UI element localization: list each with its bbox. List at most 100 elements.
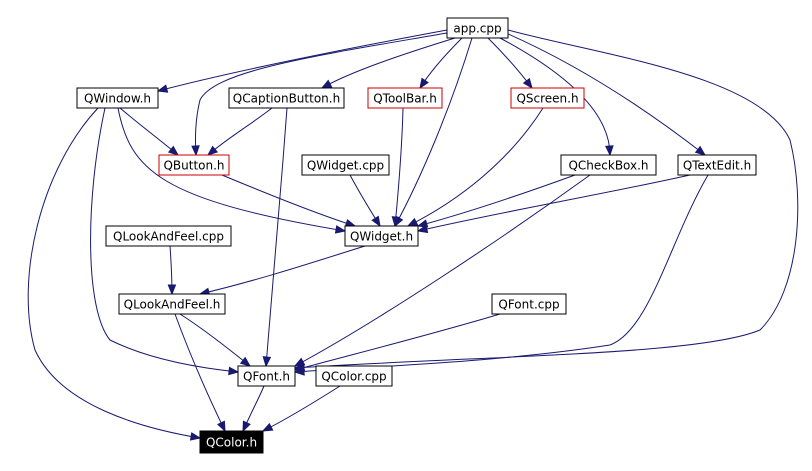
edge-arrowhead bbox=[239, 356, 252, 367]
node-box[interactable] bbox=[237, 365, 296, 387]
edge-line bbox=[119, 107, 179, 156]
node-label: QToolBar.h bbox=[373, 92, 437, 106]
node-box[interactable] bbox=[301, 154, 390, 176]
edge-arrowhead bbox=[261, 422, 274, 432]
node-qcolor-h[interactable]: QColor.h bbox=[199, 430, 264, 454]
node-box[interactable] bbox=[118, 293, 226, 315]
node-qlookandfeel-h[interactable]: QLookAndFeel.h bbox=[118, 293, 226, 315]
node-box[interactable] bbox=[105, 225, 232, 247]
edge-arrowhead bbox=[293, 363, 306, 372]
node-box[interactable] bbox=[510, 87, 585, 109]
edge-qscreen-h-to-qwidget-h bbox=[406, 107, 544, 227]
edge-line bbox=[487, 37, 533, 89]
edge-qcheckbox-h-to-qfont-h bbox=[293, 174, 591, 367]
edge-line bbox=[199, 245, 366, 295]
edge-line bbox=[294, 174, 709, 373]
node-qcheckbox-h[interactable]: QCheckBox.h bbox=[560, 154, 657, 176]
edge-line bbox=[394, 107, 404, 227]
edge-qwindow-h-to-qwidget-h bbox=[117, 107, 347, 234]
node-label: QWindow.h bbox=[84, 92, 151, 106]
edge-arrowhead bbox=[522, 77, 533, 90]
node-box[interactable] bbox=[228, 87, 345, 109]
edge-line bbox=[294, 29, 799, 369]
node-label: app.cpp bbox=[453, 22, 501, 36]
edge-line bbox=[179, 313, 251, 367]
edge-line bbox=[417, 174, 691, 232]
node-qwidget-cpp[interactable]: QWidget.cpp bbox=[301, 154, 390, 176]
node-box[interactable] bbox=[158, 154, 230, 176]
node-qfont-cpp[interactable]: QFont.cpp bbox=[491, 293, 567, 315]
node-qtextedit-h[interactable]: QTextEdit.h bbox=[677, 154, 757, 176]
node-label: QTextEdit.h bbox=[683, 159, 751, 173]
edge-arrowhead bbox=[156, 84, 169, 93]
edge-qcolor-cpp-to-qcolor-h bbox=[261, 385, 341, 432]
node-app-cpp[interactable]: app.cpp bbox=[446, 17, 509, 39]
edge-line bbox=[195, 32, 448, 156]
edge-line bbox=[90, 107, 239, 373]
edge-arrowhead bbox=[694, 145, 707, 156]
node-label: QLookAndFeel.cpp bbox=[113, 230, 224, 244]
node-label: QFont.h bbox=[243, 370, 290, 384]
node-box[interactable] bbox=[677, 154, 757, 176]
edge-line bbox=[505, 32, 706, 156]
node-box[interactable] bbox=[315, 365, 393, 387]
edge-line bbox=[419, 37, 463, 89]
edge-qwidget-cpp-to-qwidget-h bbox=[349, 174, 381, 228]
node-box[interactable] bbox=[491, 293, 567, 315]
node-label: QWidget.h bbox=[350, 230, 413, 244]
node-box[interactable] bbox=[199, 430, 264, 454]
edge-line bbox=[321, 37, 456, 89]
node-qwindow-h[interactable]: QWindow.h bbox=[76, 87, 159, 109]
edge-line bbox=[262, 385, 341, 432]
edge-qlookandfeel-h-to-qcolor-h bbox=[174, 313, 226, 433]
node-box[interactable] bbox=[446, 17, 509, 39]
edge-arrowhead bbox=[416, 224, 429, 234]
node-box[interactable] bbox=[560, 154, 657, 176]
edge-qcheckbox-h-to-qwidget-h bbox=[416, 174, 576, 228]
edge-line bbox=[407, 107, 544, 227]
edge-line bbox=[265, 107, 288, 367]
edge-app-cpp-to-qtoolbar-h bbox=[419, 37, 463, 90]
node-qfont-h[interactable]: QFont.h bbox=[237, 365, 296, 387]
edge-arrowhead bbox=[262, 356, 272, 368]
node-qtoolbar-h[interactable]: QToolBar.h bbox=[367, 87, 443, 109]
edge-arrowhead bbox=[191, 145, 200, 157]
node-box[interactable] bbox=[367, 87, 443, 109]
node-label: QColor.cpp bbox=[321, 370, 386, 384]
edges-layer bbox=[27, 29, 799, 441]
node-qcolor-cpp[interactable]: QColor.cpp bbox=[315, 365, 393, 387]
edge-line bbox=[221, 174, 356, 227]
edge-app-cpp-to-qtextedit-h bbox=[505, 32, 707, 156]
node-qwidget-h[interactable]: QWidget.h bbox=[344, 225, 419, 247]
edge-qlookandfeel-h-to-qfont-h bbox=[179, 313, 252, 367]
edge-line bbox=[174, 313, 226, 432]
node-label: QLookAndFeel.h bbox=[124, 298, 221, 312]
node-qcaptionbutton-h[interactable]: QCaptionButton.h bbox=[228, 87, 345, 109]
edge-qtoolbar-h-to-qwidget-h bbox=[391, 107, 404, 228]
edge-arrowhead bbox=[167, 284, 177, 296]
edge-line bbox=[394, 37, 473, 227]
edge-qlookandfeel-cpp-to-qlookandfeel-h bbox=[167, 245, 177, 296]
node-qscreen-h[interactable]: QScreen.h bbox=[510, 87, 585, 109]
node-qlookandfeel-cpp[interactable]: QLookAndFeel.cpp bbox=[105, 225, 232, 247]
edge-app-cpp-to-qcaptionbutton-h bbox=[320, 37, 456, 89]
edge-app-cpp-to-qscreen-h bbox=[487, 37, 533, 90]
edge-line bbox=[417, 174, 576, 227]
edge-app-cpp-to-qbutton-h bbox=[191, 32, 448, 157]
edge-line bbox=[117, 107, 346, 232]
edge-qcaptionbutton-h-to-qbutton-h bbox=[206, 107, 273, 156]
node-label: QFont.cpp bbox=[498, 298, 559, 312]
edge-arrowhead bbox=[189, 432, 202, 441]
node-label: QColor.h bbox=[206, 436, 257, 450]
node-box[interactable] bbox=[344, 225, 419, 247]
edge-qwindow-h-to-qbutton-h bbox=[119, 107, 180, 156]
node-label: QButton.h bbox=[163, 159, 224, 173]
edge-qwidget-h-to-qlookandfeel-h bbox=[198, 245, 366, 297]
edge-arrowhead bbox=[334, 225, 347, 234]
edge-app-cpp-to-qwindow-h bbox=[156, 29, 448, 93]
edge-qcaptionbutton-h-to-qfont-h bbox=[262, 107, 288, 368]
node-box[interactable] bbox=[76, 87, 159, 109]
node-qbutton-h[interactable]: QButton.h bbox=[158, 154, 230, 176]
edge-line bbox=[294, 313, 501, 371]
